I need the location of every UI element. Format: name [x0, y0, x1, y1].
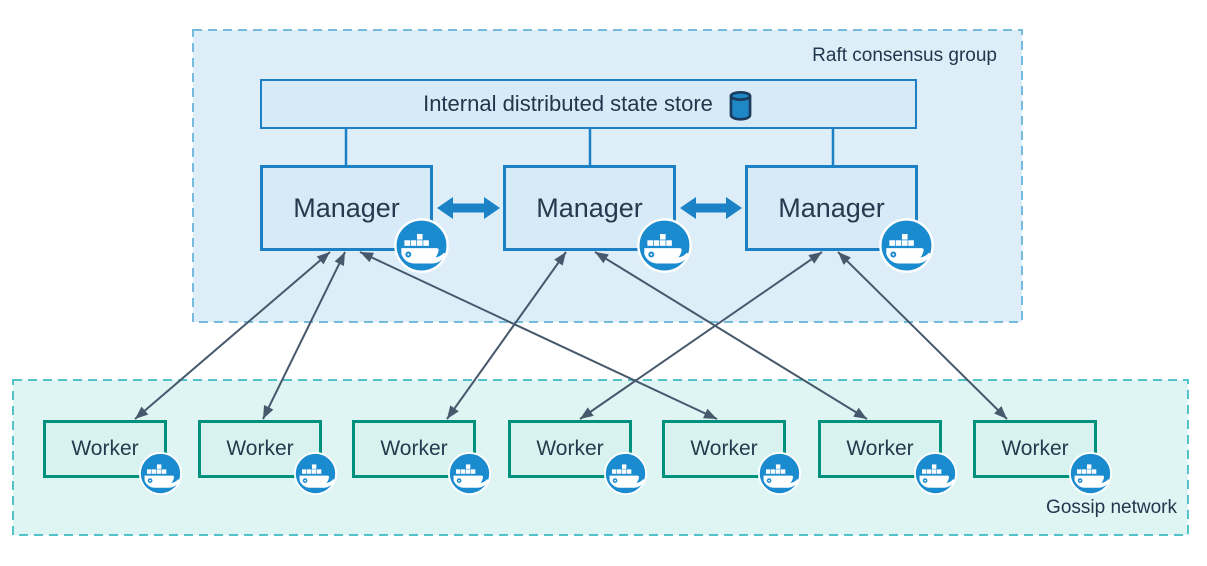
edge-manager-3-worker-7 — [837, 251, 1008, 420]
arrowhead-worker-6 — [853, 407, 867, 419]
state-store-node: Internal distributed state store — [260, 79, 917, 129]
manager-node-1: Manager — [260, 165, 433, 251]
manager-label: Manager — [536, 192, 643, 223]
arrowhead-worker-4 — [580, 407, 594, 419]
worker-node-1: Worker — [43, 420, 167, 478]
arrowhead-manager-1 — [334, 252, 345, 266]
arrowhead-manager-2 — [554, 252, 566, 266]
arrowhead-manager-3 — [808, 252, 822, 264]
arrowhead-worker-7 — [994, 406, 1007, 419]
arrowhead-worker-1 — [135, 406, 149, 419]
edge-manager-1-worker-5 — [359, 251, 718, 420]
arrowhead-worker-3 — [447, 405, 459, 419]
raft-group-label: Raft consensus group — [812, 45, 997, 66]
worker-label: Worker — [380, 437, 448, 460]
worker-node-4: Worker — [508, 420, 632, 478]
manager-label: Manager — [778, 192, 885, 223]
manager-label: Manager — [293, 192, 400, 223]
manager-node-2: Manager — [503, 165, 676, 251]
state-store-label: Internal distributed state store — [423, 91, 713, 116]
edge-manager-2-worker-3 — [446, 251, 567, 420]
manager-sync-arrow — [437, 197, 500, 219]
manager-node-3: Manager — [745, 165, 918, 251]
gossip-network-label: Gossip network — [1046, 497, 1177, 518]
arrowhead-manager-1 — [316, 252, 330, 265]
arrowhead-manager-1 — [360, 252, 374, 263]
edge-manager-2-worker-6 — [594, 251, 868, 420]
worker-node-3: Worker — [352, 420, 476, 478]
edge-manager-3-worker-4 — [579, 251, 823, 420]
manager-sync-arrow — [680, 197, 742, 219]
worker-node-5: Worker — [662, 420, 786, 478]
worker-label: Worker — [536, 437, 604, 460]
worker-node-6: Worker — [818, 420, 942, 478]
worker-label: Worker — [71, 437, 139, 460]
arrowhead-worker-2 — [263, 405, 274, 419]
worker-label: Worker — [226, 437, 294, 460]
arrowhead-worker-5 — [703, 408, 717, 419]
worker-label: Worker — [1001, 437, 1069, 460]
edge-manager-1-worker-2 — [262, 251, 346, 420]
arrowhead-manager-3 — [838, 252, 851, 265]
arrowhead-manager-2 — [595, 252, 609, 264]
worker-label: Worker — [690, 437, 758, 460]
edge-manager-1-worker-1 — [134, 251, 331, 420]
database-icon — [727, 89, 754, 122]
worker-node-7: Worker — [973, 420, 1097, 478]
worker-label: Worker — [846, 437, 914, 460]
worker-node-2: Worker — [198, 420, 322, 478]
